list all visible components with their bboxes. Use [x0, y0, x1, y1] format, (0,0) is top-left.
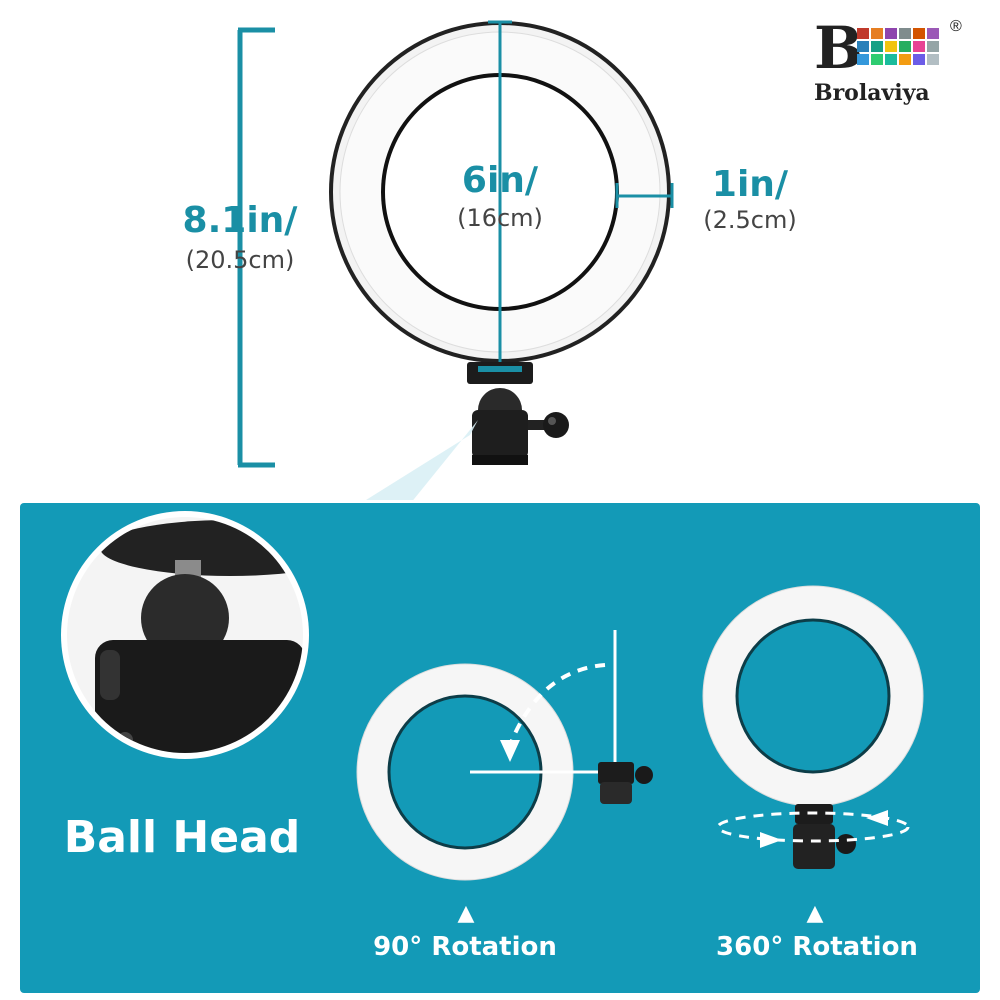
ring-light-dimension-diagram [237, 20, 674, 500]
ring-width-bracket [615, 183, 674, 208]
rotation-90-label: 90° Rotation [373, 932, 557, 962]
ring-width-cm: (2.5cm) [703, 206, 797, 234]
brand-swatch [857, 41, 869, 52]
height-inches: 8.1in/ [182, 200, 298, 241]
brand-swatch [913, 54, 925, 65]
brand-swatch [913, 28, 925, 39]
ball-head-mount [467, 362, 569, 465]
brand-swatch [871, 28, 883, 39]
brand-swatch [885, 28, 897, 39]
brand-swatch [857, 54, 869, 65]
registered-mark: ® [950, 18, 962, 35]
brand-swatch [927, 54, 939, 65]
brand-swatch [857, 28, 869, 39]
brand-name: Brolaviya [814, 80, 930, 106]
ball-head-label: Ball Head [63, 812, 301, 863]
zoom-beam [366, 420, 478, 500]
height-cm: (20.5cm) [185, 246, 295, 274]
brand-swatch [899, 41, 911, 52]
brand-swatch [871, 54, 883, 65]
rotation-360-illustration [702, 585, 924, 869]
rotation-360-label: 360° Rotation [716, 932, 918, 962]
brand-swatch [885, 41, 897, 52]
rotation-90-illustration [356, 630, 653, 881]
height-bracket [237, 27, 275, 468]
brand-swatch [913, 41, 925, 52]
brand-swatch [871, 41, 883, 52]
ball-head-zoom-view [61, 511, 309, 759]
brand-swatch [927, 28, 939, 39]
brand-swatch [899, 54, 911, 65]
ring-width-inches: 1in/ [711, 164, 789, 205]
brand-initial: B [814, 14, 864, 82]
brand-swatch [927, 41, 939, 52]
brand-swatch [885, 54, 897, 65]
feature-panel-illustrations: ▲ ▲ [61, 511, 924, 926]
brand-color-grid [857, 28, 939, 65]
brand-swatch [899, 28, 911, 39]
rotation-90-marker: ▲ [458, 901, 475, 926]
rotation-360-marker: ▲ [807, 901, 824, 926]
inner-diameter-inches: 6in/ [461, 160, 539, 201]
inner-diameter-cm: (16cm) [457, 204, 543, 232]
